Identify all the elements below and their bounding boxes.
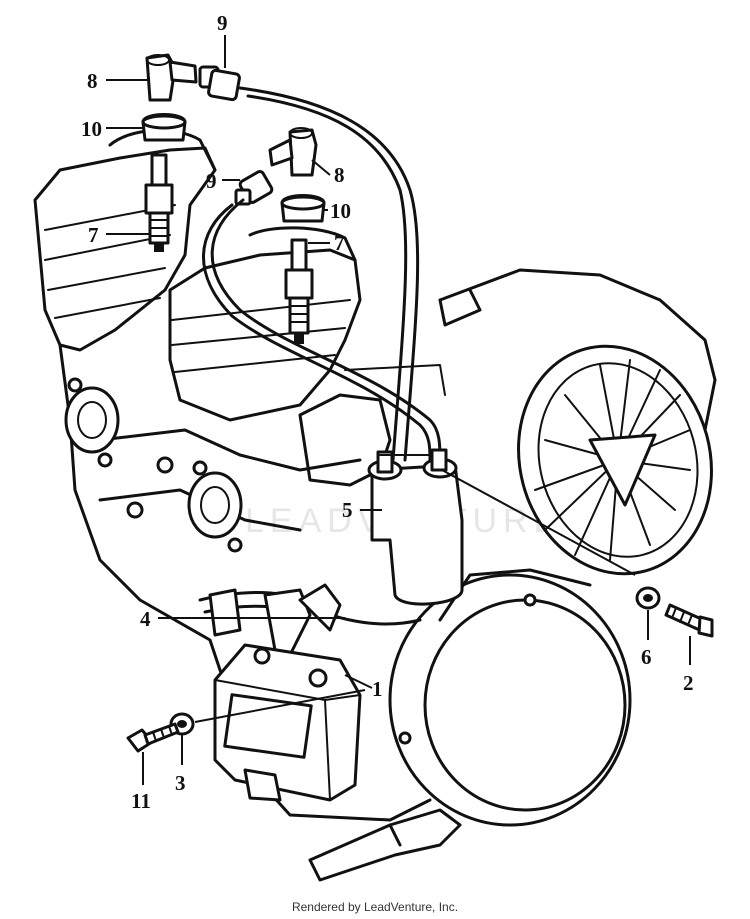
callouts: 8 9 10 7 9 8 10 7 5 4 1 6 2 3 11 [81, 11, 694, 813]
bolt-2 [664, 603, 714, 638]
callout-8-left: 8 [87, 69, 98, 93]
high-tension-wires [202, 86, 442, 462]
render-credit: Rendered by LeadVenture, Inc. [291, 900, 459, 914]
ignition-coil [367, 448, 464, 606]
cdi-box [213, 643, 362, 802]
callout-10-right: 10 [330, 199, 351, 223]
spark-plug-left [144, 153, 174, 252]
bolt-11 [126, 722, 180, 753]
leader-lines [106, 35, 691, 785]
callout-2: 2 [683, 671, 694, 695]
fan-housing [438, 268, 717, 576]
callout-4: 4 [140, 607, 151, 631]
wiring-harness [198, 583, 422, 657]
callout-9-mid: 9 [206, 169, 217, 193]
callout-5: 5 [342, 498, 353, 522]
spark-plug-right [284, 238, 314, 344]
plug-boot-right [268, 127, 318, 177]
wire-connector-top [198, 65, 241, 102]
recoil-starter [308, 568, 632, 882]
plug-cap-left [141, 113, 187, 142]
wire-connector-mid [234, 170, 274, 206]
callout-9-top: 9 [217, 11, 228, 35]
callout-7-left: 7 [88, 223, 99, 247]
callout-10-left: 10 [81, 117, 102, 141]
plug-boot-left [145, 53, 198, 102]
callout-1: 1 [372, 677, 383, 701]
callout-11: 11 [131, 789, 151, 813]
callout-8-right: 8 [334, 163, 345, 187]
engine-block [33, 128, 446, 822]
washer-6 [635, 586, 661, 610]
callout-7-right: 7 [334, 231, 345, 255]
callout-3: 3 [175, 771, 186, 795]
plug-cap-right [280, 194, 326, 223]
callout-6: 6 [641, 645, 652, 669]
